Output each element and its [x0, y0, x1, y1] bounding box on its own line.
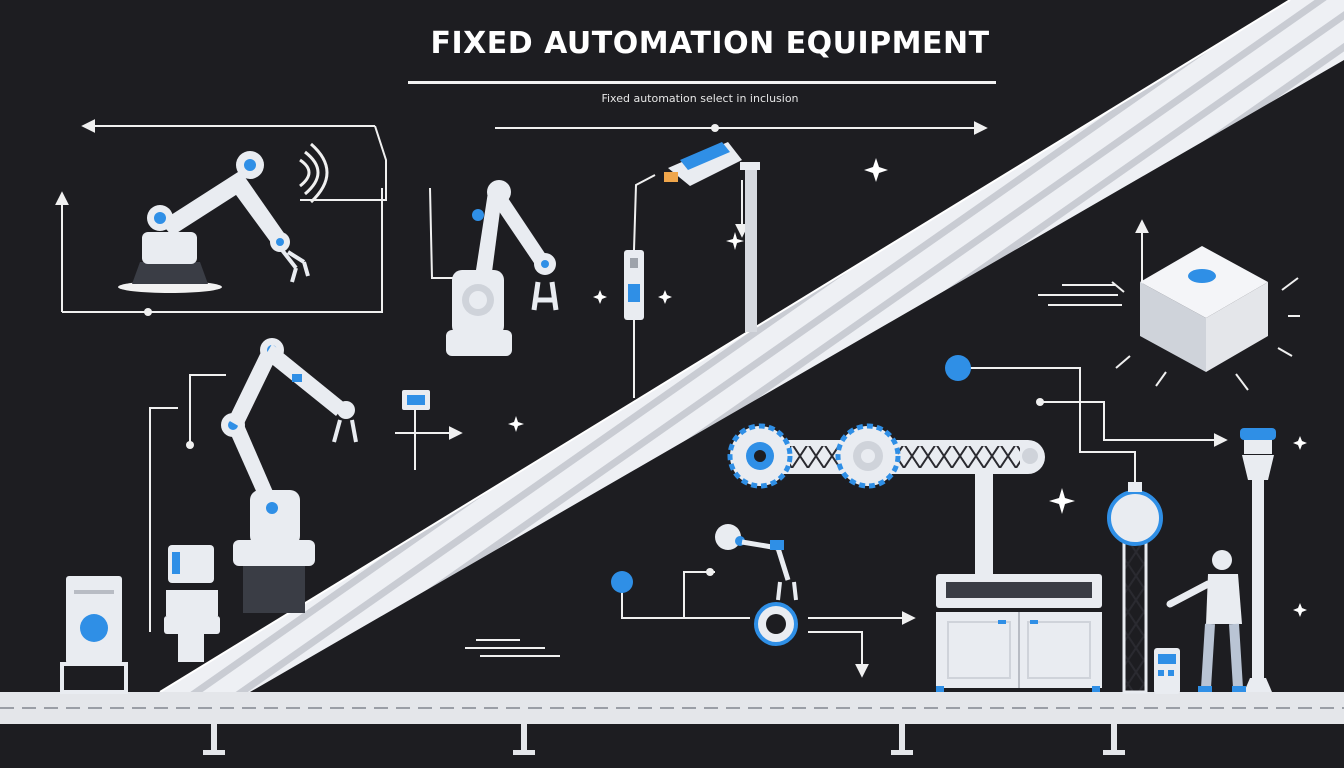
robot-arm-icon: [446, 180, 559, 356]
page-subtitle: Fixed automation select in inclusion: [601, 92, 799, 105]
control-panel: [60, 576, 128, 694]
flow-connectors: [55, 119, 1228, 678]
scanner-head: [664, 142, 760, 332]
robot-arm-icon: [118, 151, 310, 293]
title-divider: [408, 81, 996, 84]
gear-conveyor: [727, 423, 1045, 598]
lattice-tower: [1107, 482, 1163, 694]
gear-icon: [727, 423, 793, 489]
page-title: FIXED AUTOMATION EQUIPMENT: [430, 26, 990, 61]
cube-module: [1111, 246, 1300, 391]
connector-nodes: [144, 124, 1044, 576]
sensor-icon: [624, 250, 644, 320]
status-node: [611, 355, 971, 593]
handheld-terminal: [1154, 648, 1180, 694]
gear-icon: [835, 423, 901, 489]
worker-icon: [1166, 550, 1246, 692]
sensor-icon: [402, 390, 430, 410]
floor-rail: [0, 692, 1344, 755]
robot-arm-icon: [221, 338, 358, 613]
sparkle-icon: [508, 158, 1307, 617]
conveyor-belt-icon: [159, 0, 1344, 693]
spindle-unit: [164, 545, 220, 662]
machine-cabinet: [936, 574, 1102, 692]
robot-arm-icon: [715, 524, 798, 646]
lamp-post: [1240, 428, 1276, 692]
